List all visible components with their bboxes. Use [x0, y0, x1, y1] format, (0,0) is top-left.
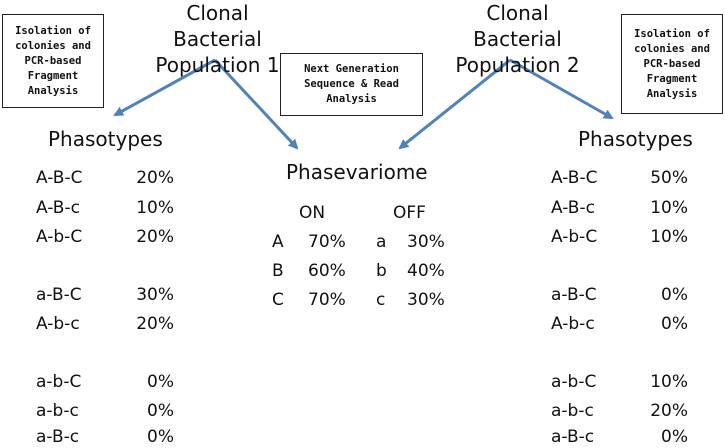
phasotype-label: A-b-c: [551, 314, 595, 334]
phasotype-percent: 0%: [147, 372, 174, 392]
phasevariome-off-gene: a: [376, 232, 387, 252]
phasevariome-off-percent: 30%: [407, 290, 445, 310]
population-1-title: Clonal Bacterial Population 1: [155, 1, 280, 77]
phasotype-label: A-B-c: [551, 198, 595, 218]
phasevariome-off-percent: 30%: [407, 232, 445, 252]
isolation-box-left-text: Isolation of colonies and PCR-based Frag…: [15, 24, 91, 97]
phasotype-label: a-b-C: [551, 372, 597, 392]
isolation-box-left: Isolation of colonies and PCR-based Frag…: [2, 14, 104, 108]
phasotype-label: A-b-C: [36, 227, 83, 247]
population-2-title: Clonal Bacterial Population 2: [455, 1, 580, 77]
isolation-box-right: Isolation of colonies and PCR-based Frag…: [621, 14, 723, 114]
arrow-pop2-to-phasevariome: [398, 58, 511, 150]
arrow-pop1-to-left-phasotypes: [113, 58, 216, 117]
phasotype-label: A-B-c: [36, 198, 80, 218]
isolation-box-right-text: Isolation of colonies and PCR-based Frag…: [634, 27, 710, 100]
phasotype-percent: 10%: [650, 372, 688, 392]
phasevariome-on-gene: B: [272, 261, 284, 281]
phasevariome-on-gene: A: [272, 232, 284, 252]
phasevariome-on-gene: C: [272, 290, 284, 310]
phasotype-percent: 0%: [147, 401, 174, 421]
phasotype-percent: 20%: [136, 314, 174, 334]
phasotype-percent: 20%: [650, 401, 688, 421]
phasotype-label: A-B-C: [36, 168, 83, 188]
phasevariome-off-percent: 40%: [407, 261, 445, 281]
phasotype-percent: 10%: [650, 198, 688, 218]
phasotype-percent: 10%: [650, 227, 688, 247]
phasotype-percent: 0%: [147, 427, 174, 447]
phasevariome-on-percent: 70%: [308, 232, 346, 252]
phasotype-label: a-b-c: [36, 401, 79, 421]
phasevariome-heading: Phasevariome: [286, 160, 428, 184]
phasotype-label: a-b-c: [551, 401, 594, 421]
phasotype-label: a-B-C: [551, 285, 597, 305]
phasotype-percent: 50%: [650, 168, 688, 188]
phasotype-percent: 0%: [661, 427, 688, 447]
phasevariome-on-label: ON: [299, 203, 326, 223]
ngs-box: Next Generation Sequence & Read Analysis: [280, 53, 423, 116]
phasotype-percent: 10%: [136, 198, 174, 218]
phasotype-label: A-B-C: [551, 168, 598, 188]
right-phasotypes-heading: Phasotypes: [578, 127, 693, 151]
phasevariome-on-percent: 60%: [308, 261, 346, 281]
phasotype-percent: 20%: [136, 227, 174, 247]
left-phasotypes-heading: Phasotypes: [48, 127, 163, 151]
arrow-pop1-to-phasevariome: [213, 58, 299, 150]
phasevariome-off-gene: c: [376, 290, 386, 310]
phasotype-percent: 0%: [661, 314, 688, 334]
arrow-pop2-to-right-phasotypes: [509, 58, 614, 120]
phasotype-percent: 30%: [136, 285, 174, 305]
phasotype-percent: 20%: [136, 168, 174, 188]
phasevariome-off-label: OFF: [393, 203, 426, 223]
phasotype-label: A-b-c: [36, 314, 80, 334]
phasevariome-off-gene: b: [376, 261, 387, 281]
phasotype-label: a-B-c: [551, 427, 595, 447]
phasevariome-on-percent: 70%: [308, 290, 346, 310]
phasotype-label: a-B-C: [36, 285, 82, 305]
phasotype-label: a-b-C: [36, 372, 82, 392]
ngs-box-text: Next Generation Sequence & Read Analysis: [304, 63, 399, 105]
phasotype-label: A-b-C: [551, 227, 598, 247]
phasotype-percent: 0%: [661, 285, 688, 305]
phasotype-label: a-B-c: [36, 427, 80, 447]
